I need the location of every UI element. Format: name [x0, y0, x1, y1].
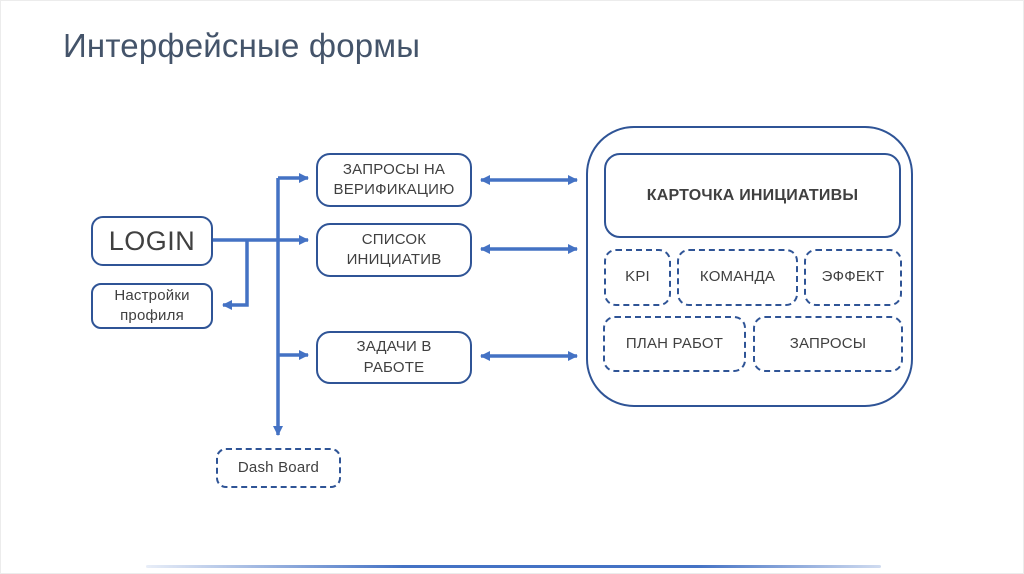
node-profile-settings: Настройки профиля [91, 283, 213, 329]
connector-login-profile-arrow [222, 240, 249, 310]
node-requests: ЗАПРОСЫ [753, 316, 903, 372]
node-team-label: КОМАНДА [699, 268, 776, 286]
node-kpi-label: KPI [625, 268, 650, 286]
node-team: КОМАНДА [677, 249, 798, 306]
node-dashboard-label: Dash Board [237, 458, 320, 476]
node-verification-requests: ЗАПРОСЫ НА ВЕРИФИКАЦИЮ [316, 153, 472, 207]
node-tasks-in-progress-label: ЗАДАЧИ В РАБОТЕ [356, 338, 432, 376]
node-initiative-card: КАРТОЧКА ИНИЦИАТИВЫ [604, 153, 901, 238]
footer-divider [146, 565, 881, 568]
node-initiatives-list-label: СПИСОК ИНИЦИАТИВ [346, 230, 442, 268]
node-dashboard: Dash Board [216, 448, 341, 488]
node-login-label: LOGIN [108, 225, 196, 256]
node-login: LOGIN [91, 216, 213, 266]
page-title: Интерфейсные формы [63, 27, 421, 64]
node-work-plan: ПЛАН РАБОТ [603, 316, 746, 372]
node-work-plan-label: ПЛАН РАБОТ [625, 334, 724, 352]
node-effect-label: ЭФФЕКТ [821, 268, 885, 286]
node-requests-label: ЗАПРОСЫ [789, 334, 867, 352]
node-kpi: KPI [604, 249, 671, 306]
node-initiative-card-label: КАРТОЧКА ИНИЦИАТИВЫ [646, 186, 859, 204]
node-verification-requests-label: ЗАПРОСЫ НА ВЕРИФИКАЦИЮ [333, 160, 455, 198]
node-tasks-in-progress: ЗАДАЧИ В РАБОТЕ [316, 331, 472, 384]
node-effect: ЭФФЕКТ [804, 249, 902, 306]
node-profile-settings-label: Настройки профиля [114, 286, 190, 324]
node-initiatives-list: СПИСОК ИНИЦИАТИВ [316, 223, 472, 277]
